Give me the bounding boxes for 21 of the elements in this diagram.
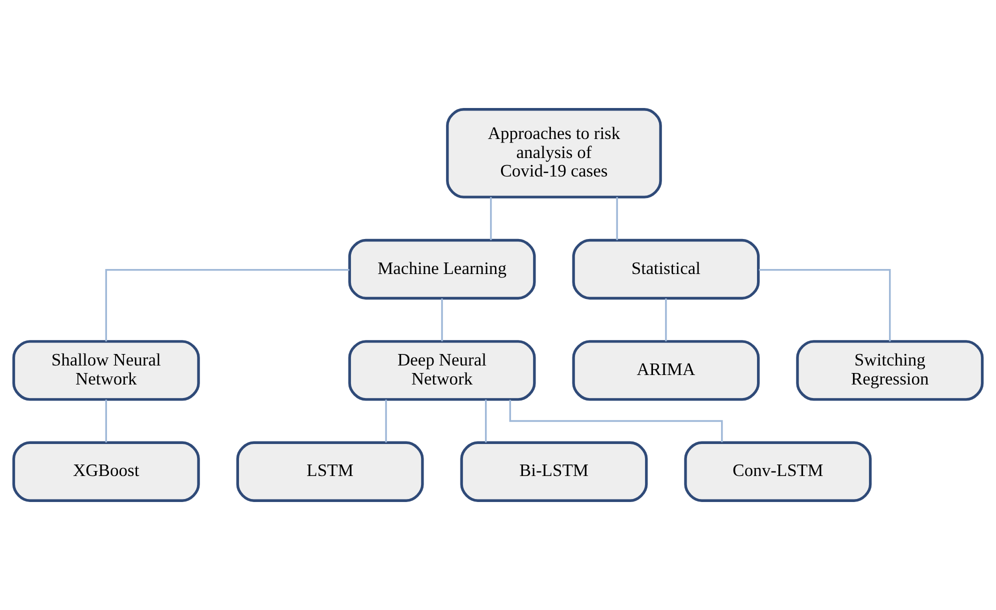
node-box: Switching Regression	[796, 340, 984, 401]
connector	[441, 298, 443, 342]
connector	[490, 197, 492, 240]
node-box: Deep Neural Network	[348, 340, 536, 401]
node-box: LSTM	[236, 441, 424, 502]
connector	[758, 269, 891, 342]
node-box: Bi-LSTM	[460, 441, 648, 502]
node-box: Shallow Neural Network	[12, 340, 200, 401]
connector	[484, 400, 487, 442]
node-box: Conv-LSTM	[684, 441, 872, 502]
connector	[105, 400, 107, 442]
node-box: XGBoost	[12, 441, 200, 502]
connector	[665, 298, 667, 342]
node-box: Machine Learning	[348, 238, 536, 300]
node-box: ARIMA	[572, 340, 760, 401]
connector	[385, 400, 387, 442]
connector	[616, 197, 618, 240]
connector	[509, 400, 723, 442]
node-box: Approaches to risk analysis of Covid-19 cases	[446, 108, 662, 198]
connector	[105, 269, 350, 342]
node-box: Statistical	[572, 238, 760, 300]
